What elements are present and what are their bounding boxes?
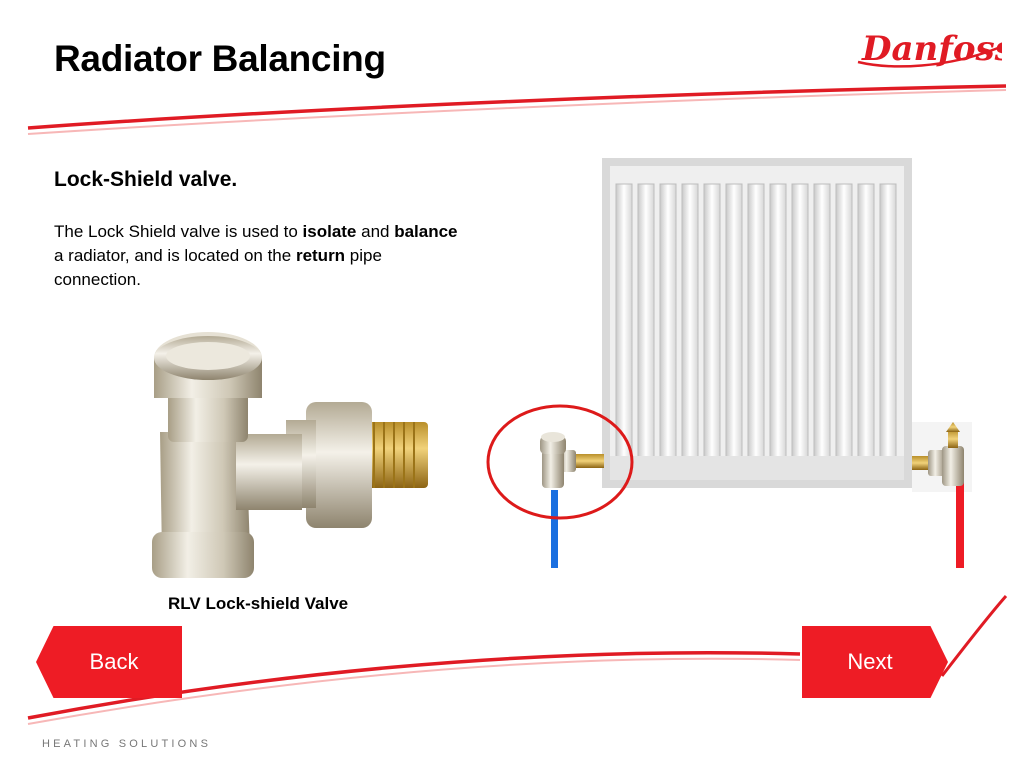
back-button[interactable]: Back — [36, 626, 182, 698]
lock-shield-valve-icon — [540, 432, 604, 488]
return-pipe — [551, 490, 558, 568]
section-subtitle: Lock-Shield valve. — [54, 168, 238, 191]
radiator-diagram — [486, 158, 972, 568]
flow-pipe — [956, 480, 964, 568]
thermostatic-valve-icon — [912, 422, 964, 486]
highlight-circle — [486, 404, 634, 520]
danfoss-logo: Danfoss — [857, 29, 1002, 69]
page-title: Radiator Balancing — [54, 38, 386, 79]
logo-text: Danfoss — [861, 29, 1002, 69]
lock-shield-valve-photo — [152, 332, 428, 578]
photo-caption: RLV Lock-shield Valve — [168, 594, 349, 613]
description-text: The Lock Shield valve is used to isolate… — [54, 222, 458, 289]
next-button[interactable]: Next — [802, 626, 948, 698]
footer-tagline: HEATING SOLUTIONS — [42, 738, 212, 750]
